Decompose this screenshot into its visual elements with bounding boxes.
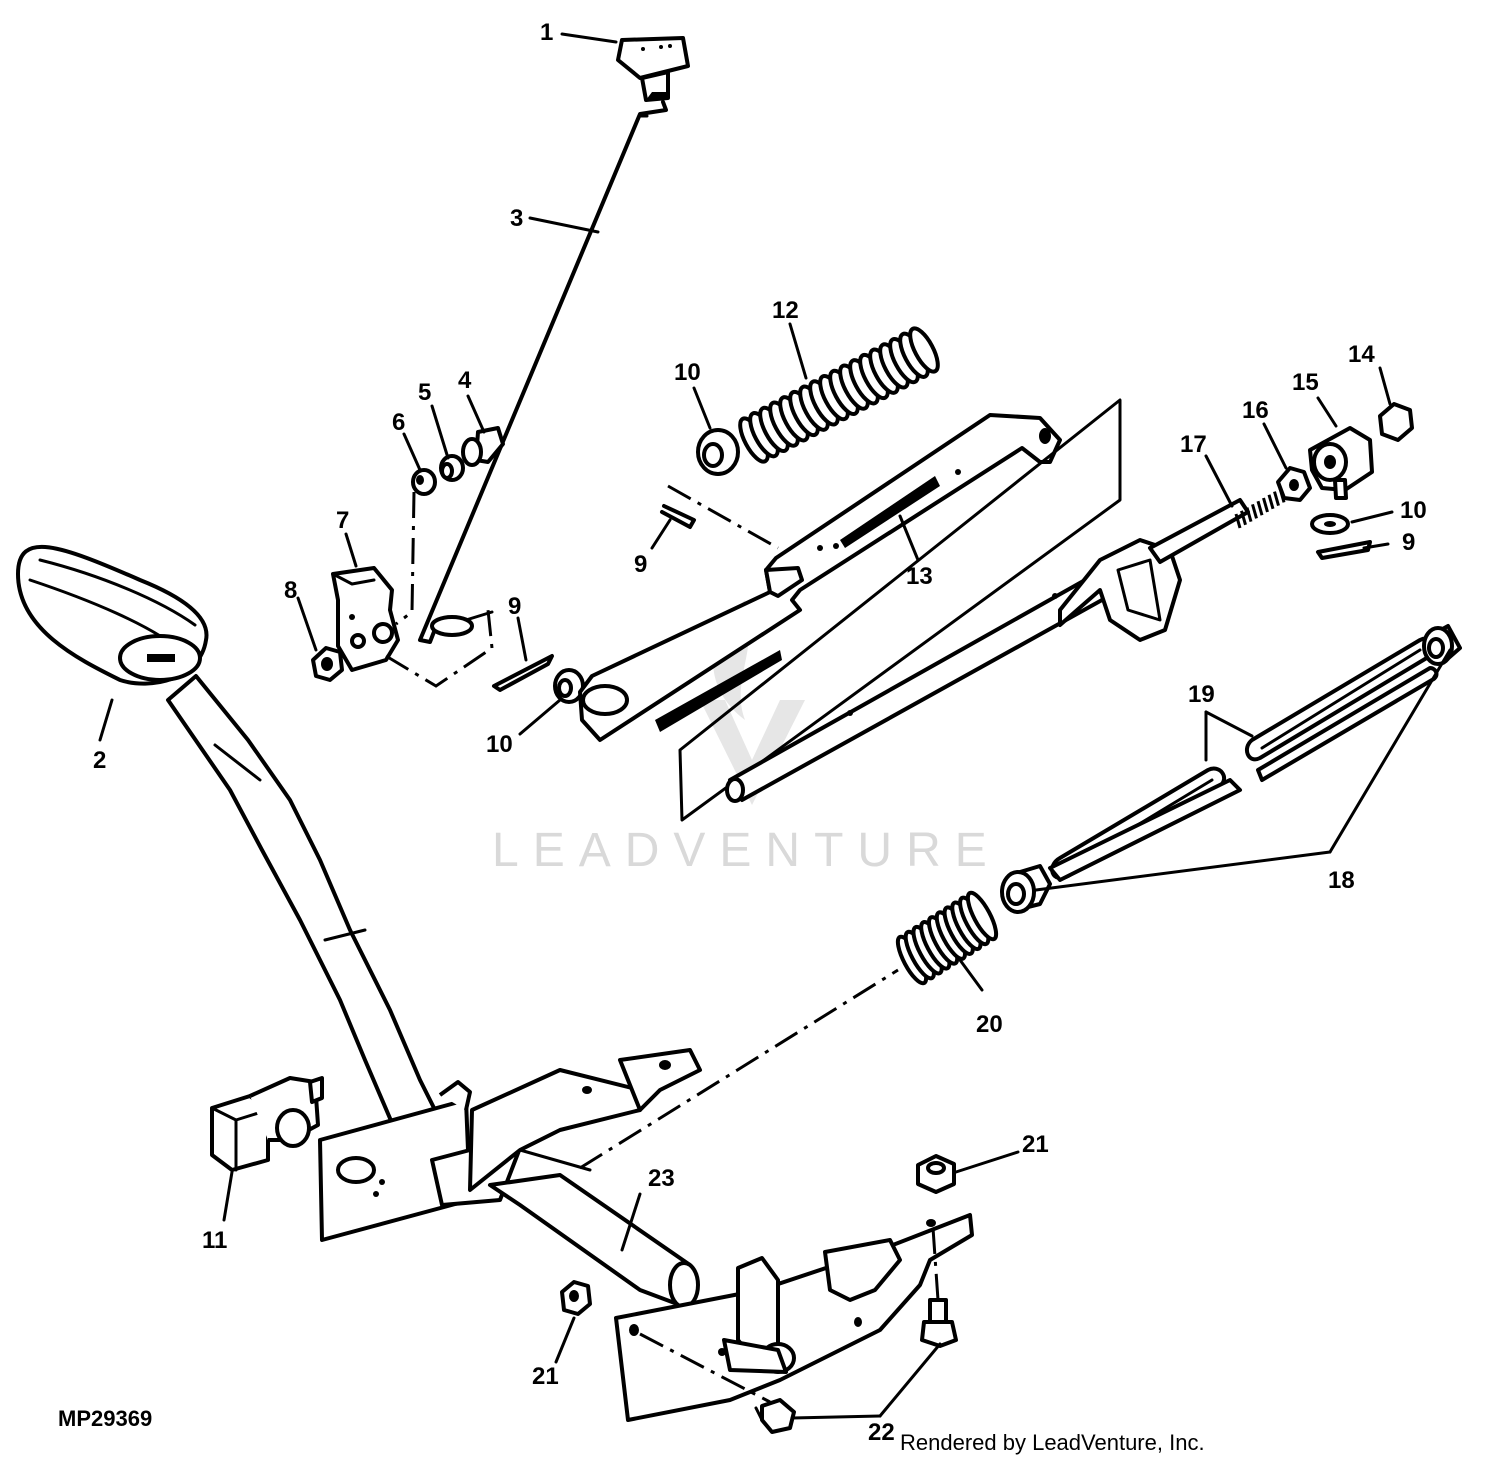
callout-18: 18 xyxy=(1328,867,1355,894)
callout-20: 20 xyxy=(976,1011,1003,1038)
part-washer-10-upper xyxy=(696,428,740,476)
figure-id: MP29369 xyxy=(58,1406,152,1431)
part-washer-10-right xyxy=(1310,513,1350,535)
part-spring-large xyxy=(738,326,940,464)
callout-12: 12 xyxy=(772,297,799,324)
part-bolt-22-horizontal xyxy=(754,1398,796,1434)
render-credit: Rendered by LeadVenture, Inc. xyxy=(900,1430,1205,1455)
part-link-lower xyxy=(1048,766,1242,882)
callouts: 1 2 3 4 5 6 7 8 9 9 9 10 10 10 11 12 13 … xyxy=(93,19,1427,1446)
part-link-upper xyxy=(1244,636,1439,782)
part-clevis xyxy=(1308,426,1374,500)
part-washer-10-lower xyxy=(553,668,585,704)
part-bushing-18-upper xyxy=(1422,624,1462,666)
part-nut-21-upper xyxy=(916,1154,956,1194)
leader-lines xyxy=(98,32,1452,1420)
callout-3: 3 xyxy=(510,205,523,232)
part-slotted-lever xyxy=(578,413,1062,742)
callout-23: 23 xyxy=(648,1165,675,1192)
part-pedal xyxy=(16,544,209,686)
callout-16: 16 xyxy=(1242,397,1269,424)
part-bolt xyxy=(461,426,505,467)
part-nut-16 xyxy=(1276,466,1312,502)
callout-21-lower: 21 xyxy=(532,1363,559,1390)
callout-11: 11 xyxy=(202,1227,227,1254)
part-nut-21-lower xyxy=(560,1280,592,1316)
part-rod xyxy=(418,100,668,644)
part-shaft-assembly xyxy=(318,1048,702,1309)
callout-14: 14 xyxy=(1348,341,1375,368)
callout-13: 13 xyxy=(906,563,933,590)
callout-9-upper: 9 xyxy=(634,551,647,578)
callout-9-right: 9 xyxy=(1402,529,1415,556)
callout-22: 22 xyxy=(868,1419,895,1446)
part-switch xyxy=(210,1076,324,1172)
part-bushing-18-lower xyxy=(1000,864,1052,914)
callout-10-upper: 10 xyxy=(674,359,701,386)
callout-4: 4 xyxy=(458,367,472,394)
callout-7: 7 xyxy=(336,507,349,534)
callout-15: 15 xyxy=(1292,369,1319,396)
callout-19: 19 xyxy=(1188,681,1215,708)
part-pin-9-lower xyxy=(492,654,554,692)
callout-10-right: 10 xyxy=(1400,497,1427,524)
part-washer xyxy=(395,468,437,626)
part-nut-8 xyxy=(311,646,344,682)
part-pedal-arm xyxy=(166,674,442,1132)
part-bracket xyxy=(331,566,494,688)
part-rod-box xyxy=(678,398,1250,822)
part-nut-14 xyxy=(1378,402,1414,442)
spring-center-line xyxy=(579,968,899,1170)
callout-17: 17 xyxy=(1180,431,1207,458)
callout-21-upper: 21 xyxy=(1022,1131,1049,1158)
callout-10-lower: 10 xyxy=(486,731,513,758)
part-bushing xyxy=(439,454,465,482)
watermark-text: LEADVENTURE xyxy=(492,824,1001,877)
part-bolt-22-vertical xyxy=(920,1298,958,1348)
callout-6: 6 xyxy=(392,409,405,436)
callout-8: 8 xyxy=(284,577,297,604)
callout-9-middle: 9 xyxy=(508,593,521,620)
part-lower-bracket xyxy=(614,1213,974,1422)
part-knob xyxy=(616,36,690,102)
callout-5: 5 xyxy=(418,379,431,406)
callout-1: 1 xyxy=(540,19,553,46)
callout-2: 2 xyxy=(93,747,106,774)
part-spring-small xyxy=(895,890,999,986)
part-pin-9-right xyxy=(1316,540,1372,560)
part-pin-9-upper xyxy=(660,504,696,529)
